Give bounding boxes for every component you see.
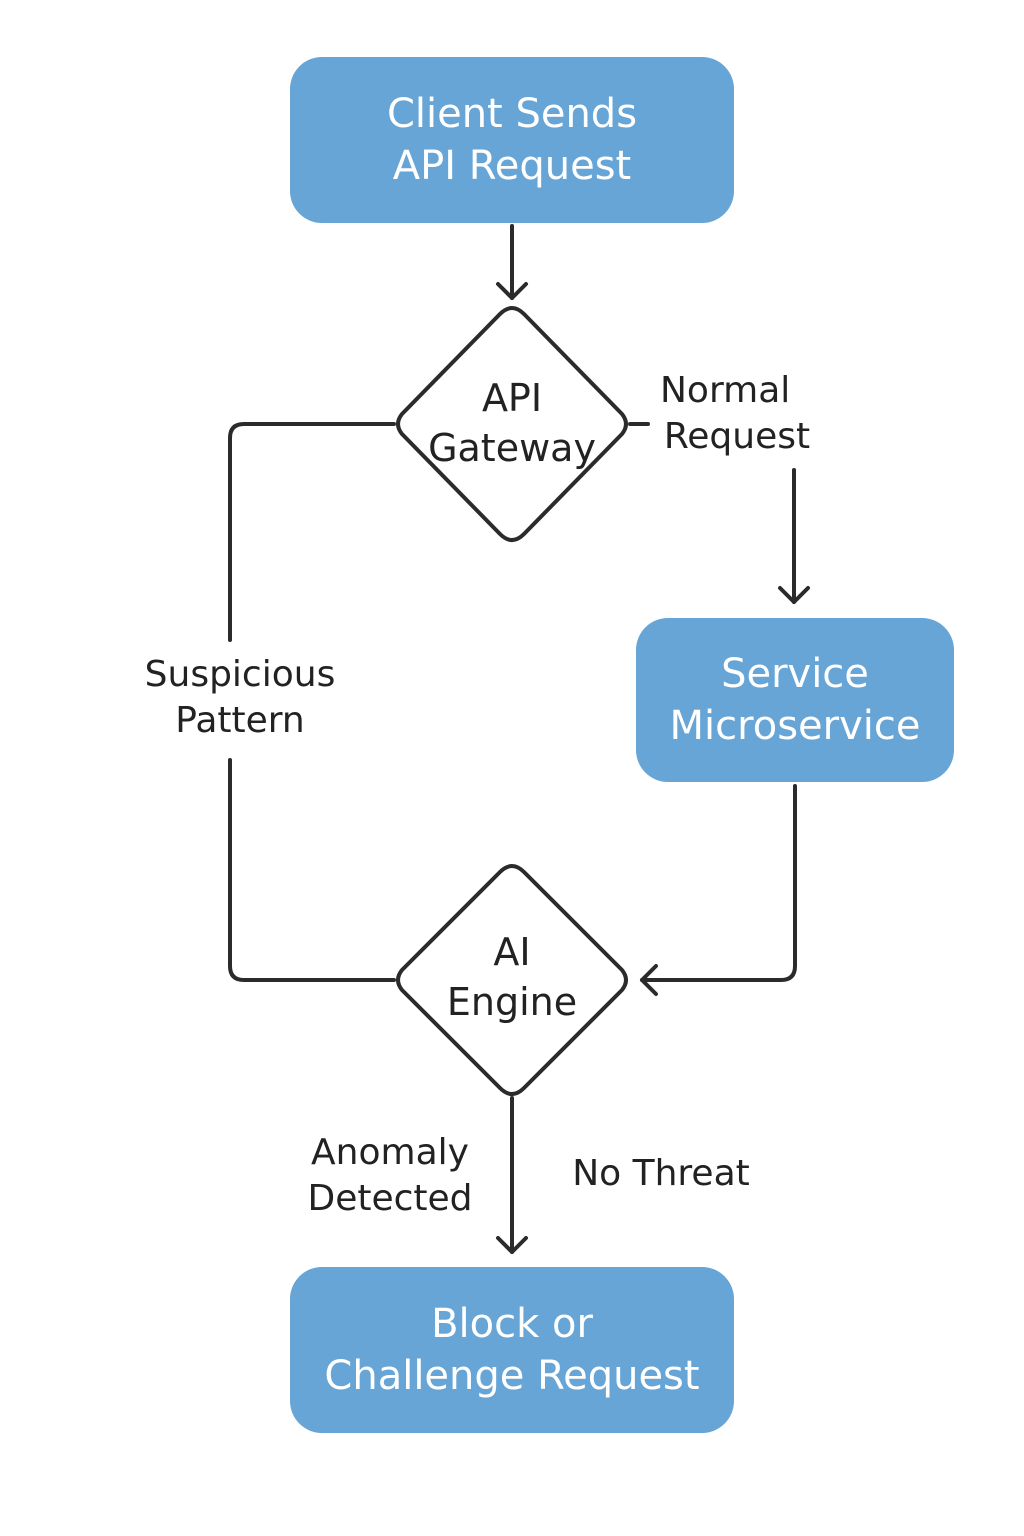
node-gateway-line1: API <box>481 376 543 420</box>
edge-label-suspicious-pattern: Suspicious Pattern <box>120 652 360 744</box>
edge-service-to-ai <box>640 784 797 982</box>
node-client-line2: API Request <box>392 143 632 189</box>
arrowhead-block <box>496 1236 528 1254</box>
node-service-line2: Microservice <box>669 703 921 749</box>
node-block-line2: Challenge Request <box>324 1353 700 1399</box>
ai-engine-diamond <box>396 864 628 1096</box>
node-client-line1: Client Sends <box>386 91 638 137</box>
node-gateway-line2: Gateway <box>428 426 596 470</box>
arrowhead-gateway <box>496 282 528 300</box>
node-block-or-challenge-request: Block or Challenge Request <box>290 1267 734 1433</box>
node-service-microservice: Service Microservice <box>636 618 954 782</box>
gateway-diamond <box>396 306 628 542</box>
node-block-line1: Block or <box>431 1301 593 1347</box>
edge-label-suspicious-line1: Suspicious <box>144 654 336 695</box>
edge-label-normal-line1: Normal <box>660 370 791 411</box>
edge-label-no-threat-line1: No Threat <box>572 1153 750 1194</box>
edge-suspicious-top <box>228 422 396 642</box>
node-client-sends-api-request: Client Sends API Request <box>290 57 734 223</box>
node-ai-engine: AI Engine <box>402 922 622 1032</box>
edge-label-no-threat: No Threat <box>556 1151 766 1197</box>
arrowhead-ai-engine <box>640 964 658 996</box>
arrowhead-service <box>778 586 810 604</box>
node-ai-engine-line2: Engine <box>446 980 578 1024</box>
edge-label-normal-line2: Request <box>663 416 811 457</box>
edge-label-suspicious-line2: Pattern <box>175 700 305 741</box>
node-service-line1: Service <box>721 651 869 697</box>
node-ai-engine-line1: AI <box>493 930 531 974</box>
edge-label-normal-request: Normal Request <box>652 368 822 460</box>
edge-label-anomaly-line2: Detected <box>307 1178 473 1219</box>
edge-label-anomaly-line1: Anomaly <box>311 1132 469 1173</box>
node-api-gateway: API Gateway <box>402 368 622 478</box>
edge-suspicious-bottom <box>228 758 396 982</box>
edge-label-anomaly-detected: Anomaly Detected <box>290 1130 490 1222</box>
